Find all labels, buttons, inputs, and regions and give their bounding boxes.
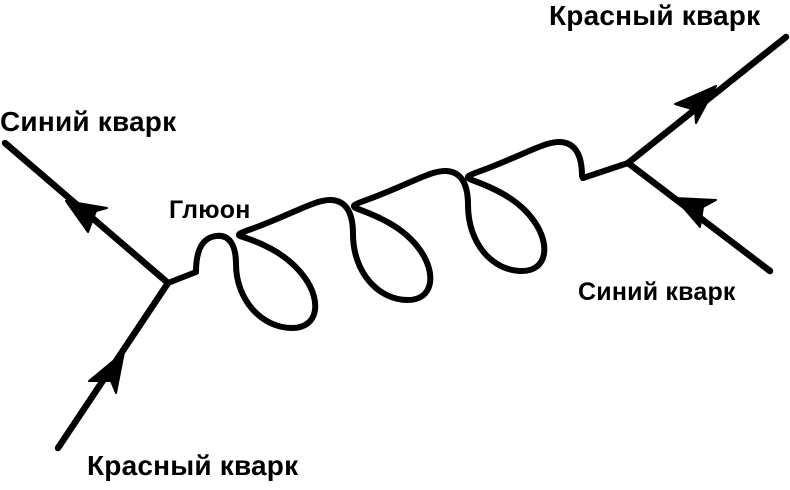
- label-blue-quark-outgoing: Синий кварк: [0, 106, 177, 137]
- label-gluon: Глюон: [169, 196, 251, 224]
- arrowhead-red-quark-incoming: [88, 351, 125, 394]
- gluon-propagator: [165, 139, 631, 331]
- fermion-lines: [1, 33, 790, 452]
- label-red-quark-outgoing: Красный кварк: [549, 0, 761, 31]
- arrowhead-blue-quark-outgoing: [65, 200, 108, 233]
- fermion-arrowheads: [65, 85, 717, 394]
- arrowhead-blue-quark-incoming: [674, 197, 717, 228]
- arrowhead-red-quark-outgoing: [674, 85, 717, 124]
- label-red-quark-incoming: Красный кварк: [87, 450, 299, 481]
- gluon-coil-path: [165, 139, 631, 331]
- label-blue-quark-incoming: Синий кварк: [578, 278, 736, 306]
